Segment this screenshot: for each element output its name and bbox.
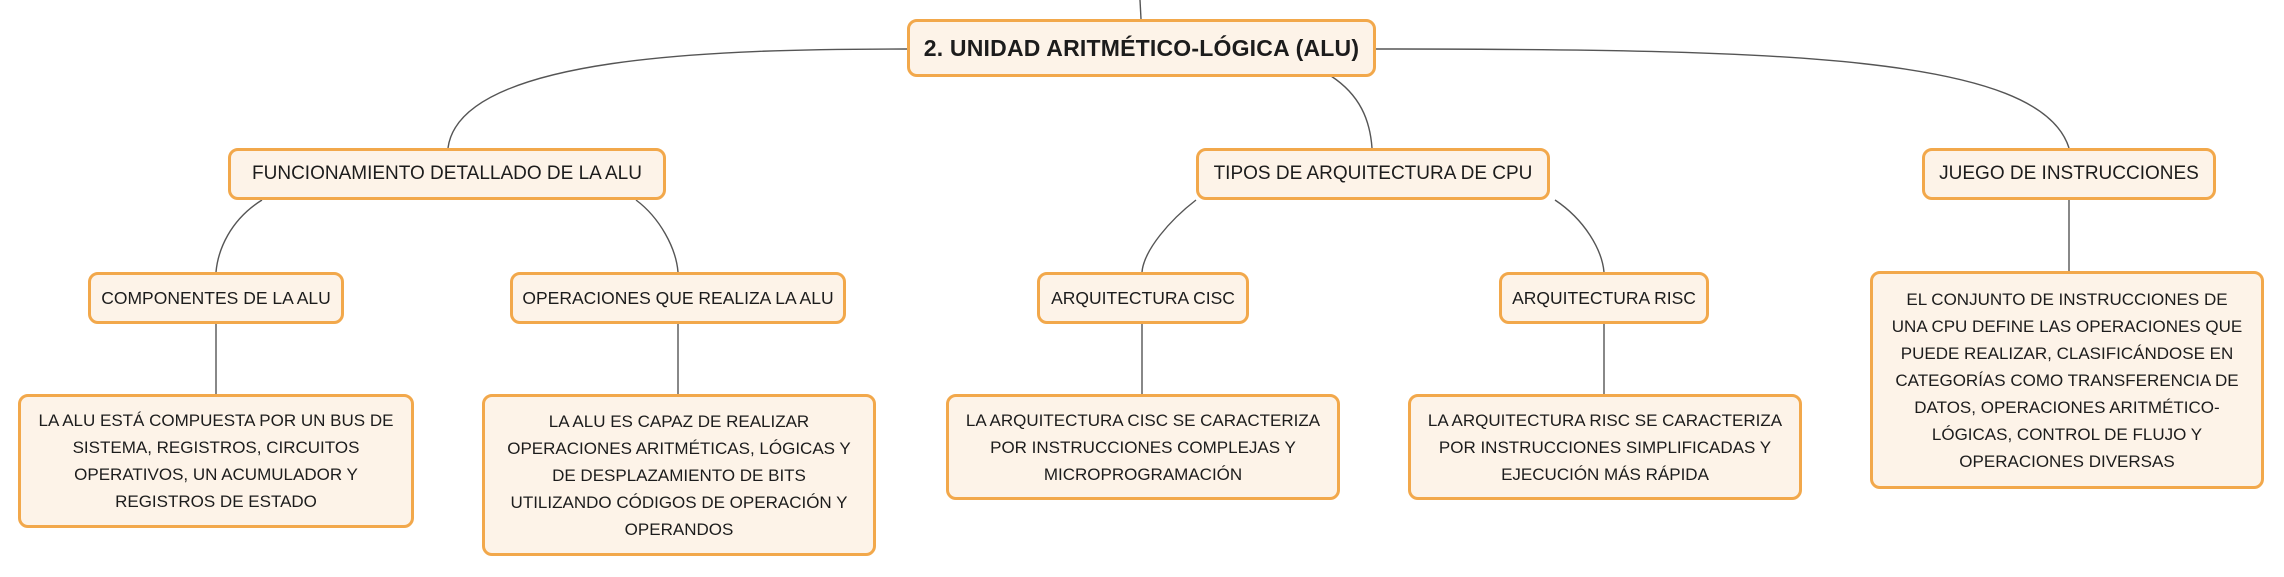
detail-node-text: LA ARQUITECTURA CISC SE CARACTERIZA POR … [965, 410, 1321, 484]
connector-branch-1-child-1 [215, 199, 263, 273]
detail-node-text: EL CONJUNTO DE INSTRUCCIONES DE UNA CPU … [1891, 289, 2243, 471]
connector-root-branch-2 [1330, 75, 1373, 149]
detail-node-componentes[interactable]: LA ALU ESTÁ COMPUESTA POR UN BUS DE SIST… [18, 394, 414, 528]
child-node-operaciones[interactable]: OPERACIONES QUE REALIZA LA ALU [510, 272, 846, 324]
branch-node-funcionamiento[interactable]: FUNCIONAMIENTO DETALLADO DE LA ALU [228, 148, 666, 200]
connector-branch-2-child-1 [1141, 199, 1197, 273]
connector-parent-root [1139, 0, 1142, 20]
child-node-label: ARQUITECTURA RISC [1512, 287, 1696, 308]
detail-node-risc[interactable]: LA ARQUITECTURA RISC SE CARACTERIZA POR … [1408, 394, 1802, 500]
connector-root-branch-1 [447, 48, 908, 149]
child-node-componentes[interactable]: COMPONENTES DE LA ALU [88, 272, 344, 324]
child-node-label: ARQUITECTURA CISC [1051, 287, 1235, 308]
branch-node-label: JUEGO DE INSTRUCCIONES [1939, 163, 2199, 184]
connector-branch-1-child-2 [635, 199, 679, 273]
detail-node-text: LA ALU ES CAPAZ DE REALIZAR OPERACIONES … [507, 411, 851, 539]
connector-branch-2-child-2 [1554, 199, 1605, 273]
connector-root-branch-3 [1375, 48, 2070, 149]
child-node-label: COMPONENTES DE LA ALU [101, 287, 331, 308]
detail-node-operaciones[interactable]: LA ALU ES CAPAZ DE REALIZAR OPERACIONES … [482, 394, 876, 556]
root-node-label: 2. UNIDAD ARITMÉTICO-LÓGICA (ALU) [923, 34, 1360, 61]
detail-node-text: LA ALU ESTÁ COMPUESTA POR UN BUS DE SIST… [38, 411, 394, 511]
root-node[interactable]: 2. UNIDAD ARITMÉTICO-LÓGICA (ALU) [907, 19, 1376, 77]
detail-node-juego-instrucciones[interactable]: EL CONJUNTO DE INSTRUCCIONES DE UNA CPU … [1870, 271, 2264, 489]
child-node-cisc[interactable]: ARQUITECTURA CISC [1037, 272, 1249, 324]
detail-node-cisc[interactable]: LA ARQUITECTURA CISC SE CARACTERIZA POR … [946, 394, 1340, 500]
branch-node-label: FUNCIONAMIENTO DETALLADO DE LA ALU [252, 163, 642, 184]
branch-node-juego-instrucciones[interactable]: JUEGO DE INSTRUCCIONES [1922, 148, 2216, 200]
branch-node-label: TIPOS DE ARQUITECTURA DE CPU [1213, 163, 1533, 184]
branch-node-tipos-arquitectura[interactable]: TIPOS DE ARQUITECTURA DE CPU [1196, 148, 1550, 200]
child-node-label: OPERACIONES QUE REALIZA LA ALU [522, 287, 834, 308]
detail-node-text: LA ARQUITECTURA RISC SE CARACTERIZA POR … [1427, 410, 1783, 484]
child-node-risc[interactable]: ARQUITECTURA RISC [1499, 272, 1709, 324]
